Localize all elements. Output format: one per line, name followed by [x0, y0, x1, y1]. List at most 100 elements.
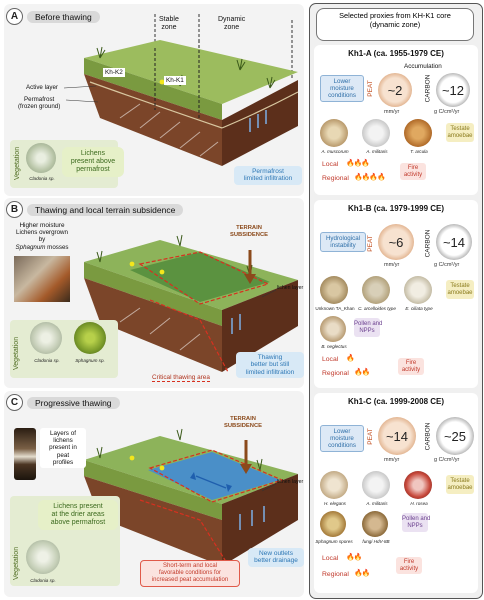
higher-moisture-line2: Lichens overgrown by — [16, 229, 68, 244]
active-layer-label: Active layer — [26, 84, 58, 91]
kh1-c-taxon3-photo — [404, 471, 432, 499]
new-outlets-note: New outlets better drainage — [248, 548, 304, 567]
kh1-b-taxon1-photo — [320, 276, 348, 304]
peat-profile-photo — [14, 428, 36, 480]
proxies-panel: Selected proxies from KH-K1 core (dynami… — [309, 3, 483, 599]
panel-c-label: C Progressive thawing — [6, 394, 120, 411]
kh1-b-title: Kh1-B (ca. 1979-1999 CE) — [347, 204, 445, 213]
kh1-a-accumulation: Accumulation — [404, 63, 442, 70]
cladonia-photo-a — [26, 143, 56, 173]
kh1-b-peat-unit: mm/yr — [384, 262, 400, 268]
lichen-layer-b: lichen layer — [277, 285, 304, 291]
cladonia-caption-c: Cladonia sp. — [30, 578, 56, 583]
cladonia-caption-a: Cladonia sp. — [29, 176, 55, 181]
kh1-c-pollen1-photo — [320, 511, 346, 537]
kh1-c-taxon1: H. elegans — [324, 501, 346, 506]
kh1-b-taxon1: Unknown TA_Khan — [315, 306, 355, 311]
kh1-a-peat-value: ~2 — [378, 73, 412, 107]
critical-thawing-area: Critical thawing area — [152, 374, 210, 383]
kh1-a-title: Kh1-A (ca. 1955-1979 CE) — [348, 49, 444, 58]
cladonia-photo-c — [26, 540, 60, 574]
kh1-c-regional-fire: 🔥🔥 — [354, 570, 370, 577]
kh1-c-section: Kh1-C (ca. 1999-2008 CE) Lower moisture … — [314, 393, 478, 593]
kh1-c-peat-value: ~14 — [378, 417, 416, 455]
kh1-c-regional-label: Regional — [322, 571, 349, 578]
kh1-c-carbon-value: ~25 — [436, 417, 474, 455]
kh-k1-label: Kh-K1 — [164, 76, 186, 86]
kh1-c-taxon1-photo — [320, 471, 348, 499]
higher-moisture-line3: mosses — [47, 243, 69, 251]
kh1-b-pollen-taxon: B. neglectus — [321, 344, 347, 349]
panel-b-title: Thawing and local terrain subsidence — [27, 203, 184, 216]
kh1-b-peat-label: PEAT — [366, 235, 374, 252]
panel-c-letter: C — [6, 394, 23, 411]
kh1-a-taxon2-photo — [362, 119, 390, 147]
kh1-a-testate-tag: Testate amoebae — [446, 123, 474, 143]
lichens-note-a: Lichens present above permafrost — [62, 147, 124, 178]
kh1-b-taxon3: E. ciliata type — [405, 306, 433, 311]
layers-of-lichens-note: Layers of lichens present in peat profil… — [40, 428, 86, 469]
kh1-c-title: Kh1-C (ca. 1999-2008 CE) — [347, 397, 445, 406]
kh1-a-section: Kh1-A (ca. 1955-1979 CE) Accumulation Lo… — [314, 45, 478, 195]
kh1-a-carbon-label: CARBON — [424, 74, 432, 103]
sphagnum-photo-b — [74, 322, 106, 354]
kh1-b-local-fire: 🔥 — [346, 355, 355, 362]
kh1-c-condition: Lower moisture conditions — [320, 425, 364, 453]
panel-a-letter: A — [6, 8, 23, 25]
panel-a-title: Before thawing — [27, 10, 100, 23]
stable-zone-label: Stable zone — [159, 16, 179, 32]
higher-moisture-line1: Higher moisture — [19, 222, 65, 229]
kh1-a-taxon1: A. muscorum — [321, 149, 349, 154]
kh1-a-local-label: Local — [322, 161, 339, 168]
kh1-c-pollen-tag: Pollen and NPPs — [402, 513, 430, 533]
kh1-b-taxon3-photo — [404, 276, 432, 304]
kh1-a-taxon3-photo — [404, 119, 432, 147]
proxies-header: Selected proxies from KH-K1 core (dynami… — [316, 8, 474, 41]
kh1-a-regional-label: Regional — [322, 175, 349, 182]
kh1-c-local-fire: 🔥🔥 — [346, 554, 362, 561]
sphagnum-italic: Sphagnum — [15, 243, 46, 251]
panel-c-title: Progressive thawing — [27, 396, 120, 409]
kh1-a-carbon-value: ~12 — [436, 73, 470, 107]
kh1-c-local-label: Local — [322, 555, 339, 562]
sphagnum-caption-b: Sphagnum sp. — [75, 358, 105, 363]
kh1-c-testate-tag: Testate amoebae — [446, 475, 474, 495]
kh1-b-carbon-label: CARBON — [424, 229, 432, 258]
kh1-c-peat-label: PEAT — [366, 428, 374, 445]
kh1-c-taxon3: H. rosea — [410, 501, 428, 506]
kh1-c-pollen2-photo — [362, 511, 388, 537]
kh1-b-section: Kh1-B (ca. 1979-1999 CE) Hydrological in… — [314, 200, 478, 388]
kh1-a-regional-fire: 🔥🔥🔥🔥 — [354, 174, 386, 181]
panel-b-label: B Thawing and local terrain subsidence — [6, 201, 184, 218]
terrain-subsidence-c: TERRAIN SUBSIDENCE — [224, 416, 263, 429]
panel-a-label: A Before thawing — [6, 8, 100, 25]
dynamic-zone-label: Dynamic zone — [218, 16, 246, 32]
kh1-a-taxon1-photo — [320, 119, 348, 147]
kh1-a-peat-unit: mm/yr — [384, 109, 400, 115]
lichen-moss-photo — [14, 256, 70, 302]
kh1-a-local-fire: 🔥🔥🔥 — [346, 160, 370, 167]
panel-b-letter: B — [6, 201, 23, 218]
kh1-a-fire-tag: Fire activity — [400, 163, 426, 181]
kh1-a-peat-label: PEAT — [366, 80, 374, 97]
kh1-b-testate-tag: Testate amoebae — [446, 280, 474, 300]
kh1-b-peat-value: ~6 — [378, 224, 414, 260]
thawing-note-b: Thawing better but still limited infiltr… — [236, 352, 304, 379]
kh-k2-label: Kh-K2 — [103, 68, 125, 78]
kh1-c-taxon2-photo — [362, 471, 390, 499]
kh1-a-carbon-unit: g C/cm²/yr — [434, 109, 460, 115]
kh1-b-regional-label: Regional — [322, 370, 349, 377]
kh1-b-taxon2: C. arcelloides type — [358, 306, 396, 311]
infiltration-note-a: Permafrost limited infiltration — [234, 166, 302, 185]
cladonia-caption-b: Cladonia sp. — [34, 358, 60, 363]
kh1-b-carbon-unit: g C/cm²/yr — [434, 262, 460, 268]
panel-b-block-diagram — [84, 234, 298, 373]
kh1-a-taxon3: T. arcula — [410, 149, 428, 154]
higher-moisture-note: Higher moisture Lichens overgrown by Sph… — [12, 222, 72, 251]
favorable-conditions-note: Short-term and local favorable condition… — [140, 560, 240, 587]
kh1-c-peat-unit: mm/yr — [384, 457, 400, 463]
kh1-b-pollen-photo — [320, 316, 346, 342]
kh1-c-carbon-unit: g C/cm²/yr — [434, 457, 460, 463]
kh1-a-condition: Lower moisture conditions — [320, 75, 364, 103]
lichen-layer-c: lichen layer — [277, 479, 304, 485]
